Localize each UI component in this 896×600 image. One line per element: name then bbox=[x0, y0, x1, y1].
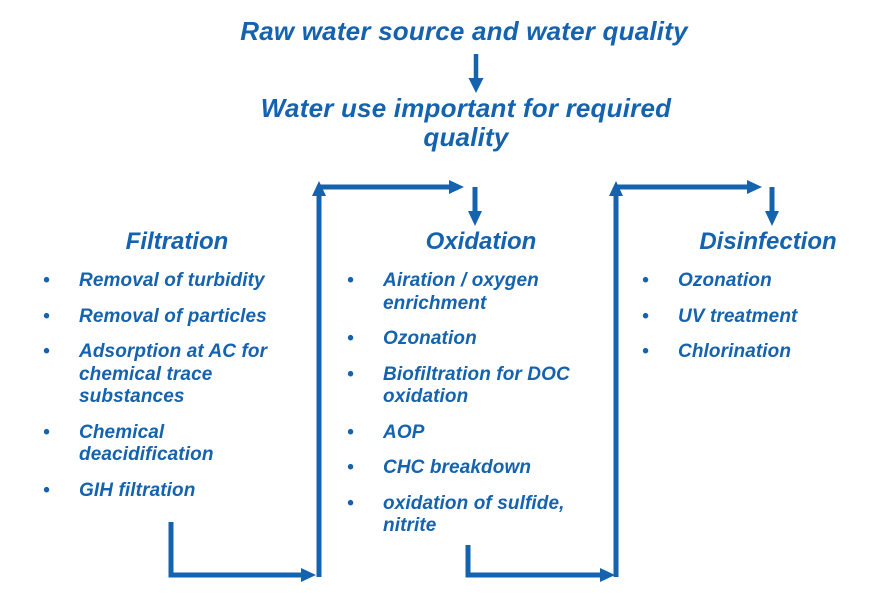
bullet-icon: • bbox=[642, 270, 649, 291]
bullet-icon: • bbox=[347, 421, 354, 443]
bullet-icon: • bbox=[642, 341, 649, 362]
disinfection-list: • Ozonation • UV treatment • Chlorination bbox=[640, 270, 896, 364]
bullet-icon: • bbox=[43, 479, 50, 501]
bullet-icon: • bbox=[347, 363, 354, 385]
list-item: • GIH filtration bbox=[41, 480, 313, 503]
column-heading-oxidation: Oxidation bbox=[425, 228, 537, 255]
list-item-text: UV treatment bbox=[678, 305, 798, 327]
list-item: • AOP bbox=[345, 422, 617, 445]
list-item: • Chemical deacidification bbox=[41, 422, 313, 467]
list-item: • Adsorption at AC for chemical trace sub… bbox=[41, 341, 313, 409]
list-item: • Removal of turbidity bbox=[41, 270, 313, 293]
bullet-icon: • bbox=[642, 305, 649, 327]
bullet-icon: • bbox=[347, 492, 354, 514]
list-item-text: oxidation of sulfide, nitrite bbox=[383, 492, 565, 537]
list-item-text: GIH filtration bbox=[79, 479, 196, 501]
list-item-text: Biofiltration for DOC oxidation bbox=[383, 363, 570, 408]
list-item-text: Ozonation bbox=[678, 270, 772, 291]
list-item: • Ozonation bbox=[640, 270, 896, 293]
bullet-icon: • bbox=[43, 270, 50, 291]
page-subtitle: Water use important for required quality bbox=[260, 93, 672, 152]
oxidation-list: •Airation / oxygen enrichment•Ozonation•… bbox=[345, 270, 617, 538]
page-title: Raw water source and water quality bbox=[240, 16, 688, 46]
column-oxidation: Oxidation •Airation / oxygen enrichment•… bbox=[345, 228, 617, 551]
list-item: • Removal of particles bbox=[41, 306, 313, 329]
column-filtration: Filtration • Removal of turbidity • Removal… bbox=[41, 228, 313, 515]
list-item: • Biofiltration for DOC oxidation bbox=[345, 364, 617, 409]
list-item: • oxidation of sulfide, nitrite bbox=[345, 493, 617, 538]
bullet-icon: • bbox=[347, 270, 354, 291]
filtration-list: • Removal of turbidity • Removal of particl… bbox=[41, 270, 313, 502]
bullet-icon: • bbox=[43, 341, 50, 362]
list-item-text: Chemical deacidification bbox=[79, 421, 214, 466]
list-item-text: Airation / oxygen enrichment bbox=[383, 270, 539, 314]
list-item-text: Removal of particles bbox=[79, 305, 267, 327]
column-heading-filtration: Filtration bbox=[125, 228, 229, 255]
column-heading-disinfection: Disinfection bbox=[699, 228, 837, 255]
list-item-text: Ozonation bbox=[383, 328, 477, 349]
list-item: • Ozonation bbox=[345, 328, 617, 351]
bullet-icon: • bbox=[347, 328, 354, 349]
list-item: • CHC breakdown bbox=[345, 457, 617, 480]
column-disinfection: Disinfection • Ozonation • UV treatment • Chl… bbox=[640, 228, 896, 377]
bullet-icon: • bbox=[43, 421, 50, 443]
list-item-text: Chlorination bbox=[678, 341, 792, 362]
list-item: • Airation / oxygen enrichment bbox=[345, 270, 617, 315]
arrow-down-title-to-subtitle-icon bbox=[468, 54, 484, 93]
list-item: • UV treatment bbox=[640, 306, 896, 329]
list-item-text: Adsorption at AC for chemical trace subs… bbox=[79, 341, 268, 407]
bullet-icon: • bbox=[43, 305, 50, 327]
list-item-text: AOP bbox=[383, 421, 425, 443]
list-item-text: Removal of turbidity bbox=[79, 270, 265, 291]
list-item-text: CHC breakdown bbox=[383, 457, 532, 478]
bullet-icon: • bbox=[347, 457, 354, 478]
list-item: • Chlorination bbox=[640, 341, 896, 364]
